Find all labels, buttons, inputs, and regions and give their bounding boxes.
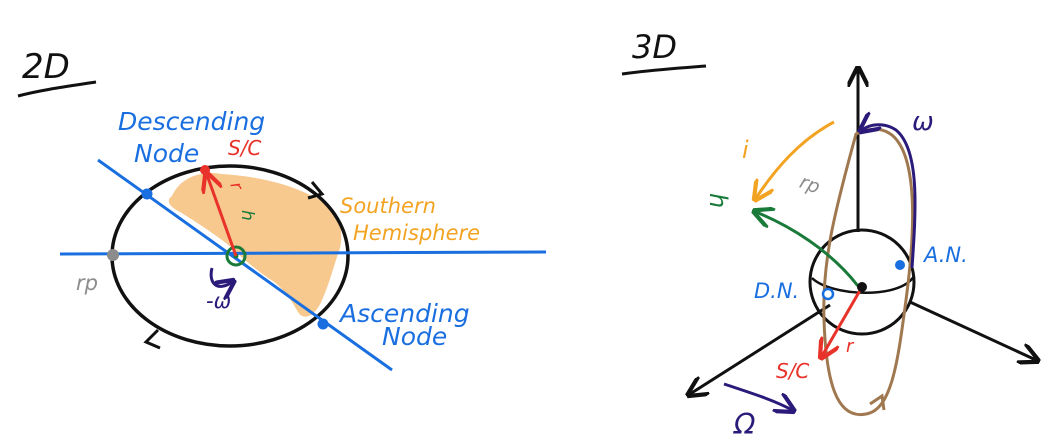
ascending-node-point bbox=[317, 318, 329, 330]
equatorial-line bbox=[59, 250, 547, 256]
central-body-sphere bbox=[808, 228, 916, 336]
raan-arc bbox=[723, 382, 792, 410]
panel-2d-title: 2D bbox=[22, 47, 70, 87]
position-vector-2d bbox=[207, 175, 238, 257]
argument-of-periapsis-arc-3d bbox=[862, 125, 917, 269]
y-axis bbox=[909, 300, 1036, 360]
angular-momentum-label-3d: h bbox=[704, 193, 732, 208]
origin-point-3d bbox=[857, 282, 867, 292]
southern-hemisphere-label-line-1: Southern bbox=[340, 194, 436, 218]
angular-momentum-label-2d: h bbox=[237, 210, 257, 221]
angular-momentum-vector-3d bbox=[756, 212, 860, 287]
argument-of-periapsis-arc-2d bbox=[209, 267, 232, 286]
panel-2d: 2D Descending Node S/C Southern bbox=[17, 47, 547, 372]
panel-3d-title-underline bbox=[621, 64, 707, 76]
panel-2d-title-underline bbox=[17, 80, 97, 98]
orbit-3d bbox=[822, 127, 915, 417]
orbit-direction-arrow-top bbox=[307, 181, 325, 200]
panel-3d: 3D i h rp ω A.N. D.N bbox=[621, 28, 1036, 441]
descending-node-label-line-1: Descending bbox=[118, 107, 265, 136]
x-axis bbox=[690, 303, 831, 394]
southern-hemisphere-region bbox=[168, 172, 342, 317]
raan-label: Ω bbox=[733, 408, 756, 441]
omega-label-2d: -ω bbox=[206, 289, 231, 313]
panel-3d-title: 3D bbox=[632, 28, 677, 66]
southern-hemisphere-label-line-2: Hemisphere bbox=[353, 221, 480, 245]
southern-hemisphere-label: Southern Hemisphere bbox=[340, 194, 480, 245]
descending-node-label: Descending Node bbox=[118, 107, 273, 168]
ascending-node-label: Ascending Node bbox=[338, 299, 478, 351]
periapsis-label-3d: rp bbox=[797, 171, 823, 198]
orbit-direction-arrow-bottom bbox=[143, 328, 161, 350]
descending-node-point-3d bbox=[821, 287, 835, 301]
position-vector-label-3d: r bbox=[846, 336, 855, 357]
ascending-node-label-3d: A.N. bbox=[922, 243, 968, 267]
spacecraft-label-3d: S/C bbox=[776, 359, 809, 383]
spacecraft-label-2d: S/C bbox=[228, 136, 261, 160]
descending-node-point bbox=[141, 188, 153, 200]
descending-node-label-line-2: Node bbox=[134, 139, 199, 168]
omega-label-3d: ω bbox=[912, 107, 934, 137]
orbit-direction-arrow-3d bbox=[869, 393, 886, 411]
ascending-node-point-3d bbox=[895, 260, 905, 270]
position-vector-3d bbox=[822, 286, 864, 356]
descending-node-label-3d: D.N. bbox=[754, 279, 799, 303]
inclination-label: i bbox=[742, 136, 749, 164]
periapsis-label-2d: rp bbox=[76, 271, 98, 295]
periapsis-point bbox=[107, 249, 119, 261]
inclination-arrow bbox=[756, 120, 835, 198]
spacecraft-point-2d bbox=[200, 165, 210, 175]
central-body-marker bbox=[225, 245, 247, 267]
ascending-node-label-line-2: Node bbox=[382, 322, 447, 351]
ascending-node-label-line-1: Ascending bbox=[338, 299, 470, 328]
